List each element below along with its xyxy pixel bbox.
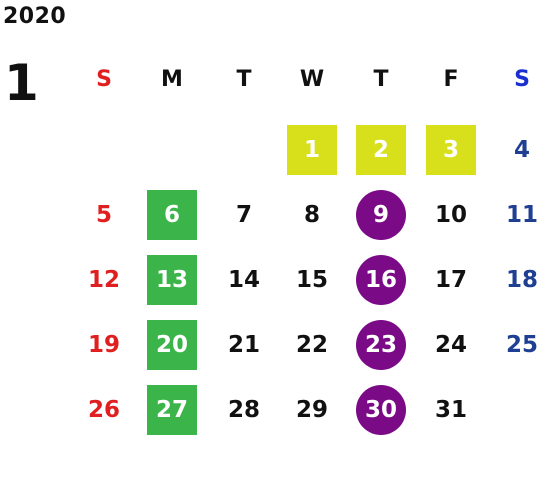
- day-cell-27[interactable]: 27: [147, 385, 197, 435]
- day-cell-22[interactable]: 22: [295, 332, 328, 358]
- month-number: 1: [4, 54, 39, 112]
- day-cell-13[interactable]: 13: [147, 255, 197, 305]
- year-label: 2020: [3, 4, 67, 29]
- day-cell-24[interactable]: 24: [434, 332, 467, 358]
- day-cell-26[interactable]: 26: [87, 397, 120, 423]
- day-cell-20[interactable]: 20: [147, 320, 197, 370]
- weekday-header-saturday: S: [514, 67, 530, 92]
- day-cell-28[interactable]: 28: [227, 397, 260, 423]
- day-cell-29[interactable]: 29: [295, 397, 328, 423]
- day-cell-8[interactable]: 8: [303, 202, 320, 228]
- weekday-header-tuesday: T: [236, 67, 252, 92]
- day-cell-17[interactable]: 17: [434, 267, 467, 293]
- day-cell-7[interactable]: 7: [235, 202, 252, 228]
- weekday-header-thursday: T: [373, 67, 389, 92]
- weekday-header-friday: F: [443, 67, 459, 92]
- day-cell-16[interactable]: 16: [356, 255, 406, 305]
- day-cell-9[interactable]: 9: [356, 190, 406, 240]
- weekday-header-monday: M: [161, 67, 183, 92]
- day-cell-18[interactable]: 18: [505, 267, 538, 293]
- day-cell-5[interactable]: 5: [95, 202, 112, 228]
- weekday-header-wednesday: W: [299, 67, 325, 92]
- day-cell-25[interactable]: 25: [505, 332, 538, 358]
- day-cell-21[interactable]: 21: [227, 332, 260, 358]
- day-cell-23[interactable]: 23: [356, 320, 406, 370]
- day-cell-10[interactable]: 10: [434, 202, 467, 228]
- day-cell-30[interactable]: 30: [356, 385, 406, 435]
- day-cell-6[interactable]: 6: [147, 190, 197, 240]
- day-cell-4[interactable]: 4: [513, 137, 530, 163]
- day-cell-14[interactable]: 14: [227, 267, 260, 293]
- day-cell-12[interactable]: 12: [87, 267, 120, 293]
- day-cell-15[interactable]: 15: [295, 267, 328, 293]
- day-cell-11[interactable]: 11: [505, 202, 538, 228]
- day-cell-1[interactable]: 1: [287, 125, 337, 175]
- day-cell-19[interactable]: 19: [87, 332, 120, 358]
- day-cell-2[interactable]: 2: [356, 125, 406, 175]
- day-cell-31[interactable]: 31: [434, 397, 467, 423]
- weekday-header-sunday: S: [96, 67, 112, 92]
- day-cell-3[interactable]: 3: [426, 125, 476, 175]
